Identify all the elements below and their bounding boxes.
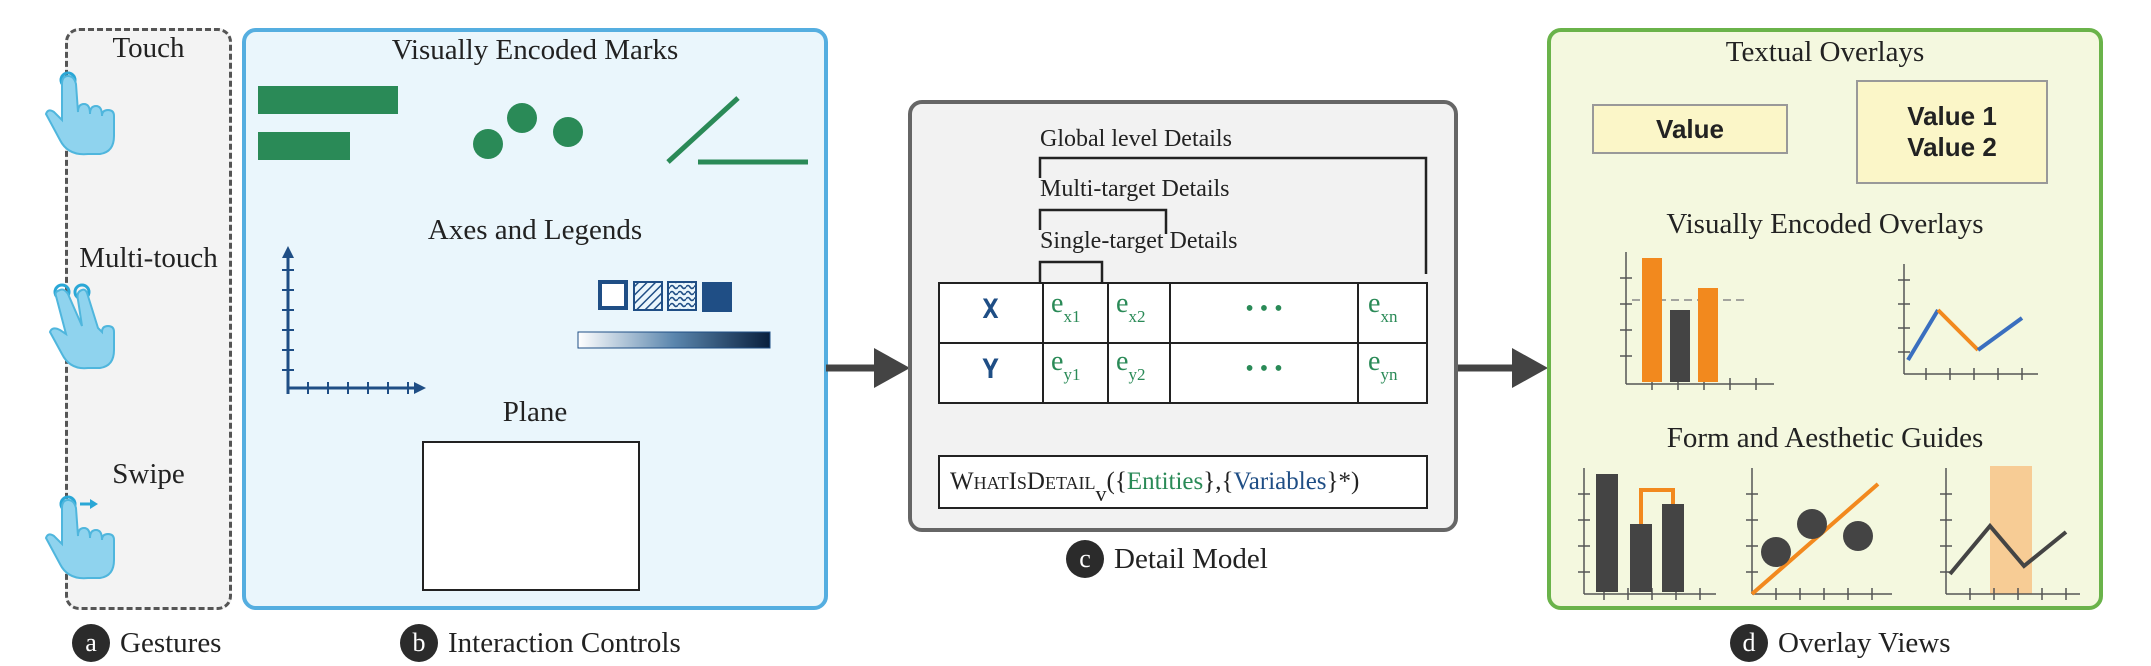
arrow-b-to-c <box>826 348 910 388</box>
legend-swatch-waves <box>667 281 697 311</box>
arrow-c-to-d <box>1458 348 1548 388</box>
formula-variables: Variables <box>1233 468 1327 495</box>
label-single-target-details: Single-target Details <box>1040 228 1238 254</box>
bracket-multi <box>1038 208 1168 234</box>
caption-text-gestures: Gestures <box>120 626 222 659</box>
encoded-marks-graphic <box>258 86 808 165</box>
overlay-bar-3 <box>1698 288 1718 382</box>
mark-line-slanted <box>666 96 740 164</box>
mark-dot-3 <box>553 117 583 147</box>
overlay-bar-1 <box>1642 258 1662 382</box>
visual-overlay-bar-chart <box>1620 252 1774 390</box>
legend-swatch-hatched <box>633 281 663 311</box>
section-title-visual-overlays: Visually Encoded Overlays <box>1666 208 1984 240</box>
guide-line-chart <box>1940 466 2080 600</box>
cell-y1: ey1 <box>1051 346 1081 384</box>
plane-rectangle <box>422 441 640 591</box>
section-title-marks: Visually Encoded Marks <box>391 34 679 66</box>
cell-x2: ex2 <box>1116 288 1146 326</box>
cell-yn: eyn <box>1368 346 1398 384</box>
visual-overlay-line-chart <box>1898 264 2038 380</box>
caption-badge-c: c <box>1066 540 1104 578</box>
caption-badge-d: d <box>1730 624 1768 662</box>
row-label-y: Y <box>982 354 999 385</box>
formula-name: WhatIsDetail <box>950 468 1096 495</box>
bracket-global <box>1038 156 1428 274</box>
formula-entities: Entities <box>1126 468 1204 495</box>
caption-text-interaction-controls: Interaction Controls <box>448 626 681 659</box>
cell-x1: ex1 <box>1051 288 1081 326</box>
mark-bar-1 <box>258 86 398 114</box>
caption-text-overlay-views: Overlay Views <box>1778 626 1951 659</box>
mark-dot-2 <box>507 103 537 133</box>
row-label-x: X <box>982 294 999 325</box>
touch-icon <box>44 71 115 156</box>
textual-overlay-multi: Value 1 Value 2 <box>1856 80 2048 184</box>
label-multi-target-details: Multi-target Details <box>1040 176 1230 202</box>
multi-touch-icon <box>48 283 115 370</box>
overlay-bar-2 <box>1670 310 1690 382</box>
caption-text-detail-model: Detail Model <box>1114 542 1268 575</box>
caption-interaction-controls: b Interaction Controls <box>400 624 681 662</box>
swipe-icon <box>44 495 115 580</box>
cell-xn: exn <box>1368 288 1398 326</box>
gesture-label-touch: Touch <box>112 32 185 64</box>
cell-y-ellipsis: • • • <box>1245 356 1283 382</box>
legend-graphic <box>577 280 771 349</box>
section-title-guides: Form and Aesthetic Guides <box>1666 422 1984 454</box>
caption-badge-a: a <box>72 624 110 662</box>
caption-detail-model: c Detail Model <box>1066 540 1268 578</box>
section-title-plane: Plane <box>502 396 568 428</box>
gesture-label-swipe: Swipe <box>112 458 185 490</box>
guide-scatter-chart <box>1746 468 1892 600</box>
formula-sub: v <box>1095 481 1107 506</box>
guide-bar-chart <box>1578 468 1716 600</box>
label-global-details: Global level Details <box>1040 126 1232 152</box>
detail-brackets <box>1038 156 1428 282</box>
axes-graphic <box>282 246 426 394</box>
gesture-label-multi-touch: Multi-touch <box>79 242 218 274</box>
mark-dot-1 <box>473 129 503 159</box>
legend-swatch-empty <box>598 280 628 310</box>
caption-overlay-views: d Overlay Views <box>1730 624 1951 662</box>
legend-swatch-solid <box>702 282 732 312</box>
section-title-textual: Textual Overlays <box>1725 36 1925 68</box>
formula-close: }*) <box>1326 468 1360 495</box>
legend-gradient <box>577 331 771 349</box>
cell-x-ellipsis: • • • <box>1245 296 1283 322</box>
bracket-single <box>1038 260 1104 282</box>
caption-badge-b: b <box>400 624 438 662</box>
formula-mid: },{ <box>1203 468 1234 495</box>
section-title-axes: Axes and Legends <box>427 214 643 246</box>
textual-overlay-single: Value <box>1592 104 1788 154</box>
detail-table: X Y ex1 ex2 • • • exn ey1 ey2 • • • eyn <box>938 282 1428 404</box>
formula-open: ({ <box>1106 468 1127 495</box>
mark-bar-2 <box>258 132 350 160</box>
cell-y2: ey2 <box>1116 346 1146 384</box>
caption-gestures: a Gestures <box>72 624 221 662</box>
